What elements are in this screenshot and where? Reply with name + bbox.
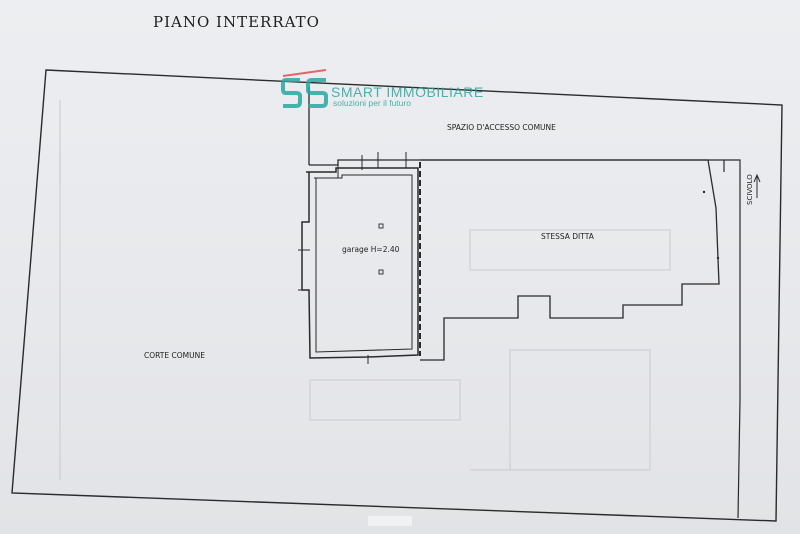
same-owner-label: STESSA DITTA — [541, 232, 595, 241]
garage-label: garage H=2.40 — [342, 245, 400, 254]
same-owner-area — [420, 159, 720, 361]
marker-dot — [716, 256, 720, 260]
marker-dot — [702, 190, 706, 194]
logo-s-icon — [281, 78, 302, 108]
background-ghost-lines — [59, 100, 671, 480]
common-yard-label: CORTE COMUNE — [144, 351, 205, 360]
plan-title: PIANO INTERRATO — [153, 13, 320, 31]
logo-brand: SMART IMMOBILIARE — [331, 84, 484, 100]
logo-s-icon — [306, 78, 328, 108]
agency-watermark: SMART IMMOBILIARE soluzioni per il futur… — [281, 69, 484, 108]
scan-artifact — [368, 516, 412, 526]
ramp-strip — [723, 159, 761, 519]
logo-tagline: soluzioni per il futuro — [333, 98, 411, 108]
ramp-label: SCIVOLO — [746, 174, 754, 205]
access-space-label: SPAZIO D'ACCESSO COMUNE — [447, 123, 556, 132]
building-top-wall — [309, 159, 724, 166]
garage-unit — [298, 152, 421, 364]
lot-boundary — [11, 69, 783, 522]
logo-roof-icon — [282, 69, 327, 77]
